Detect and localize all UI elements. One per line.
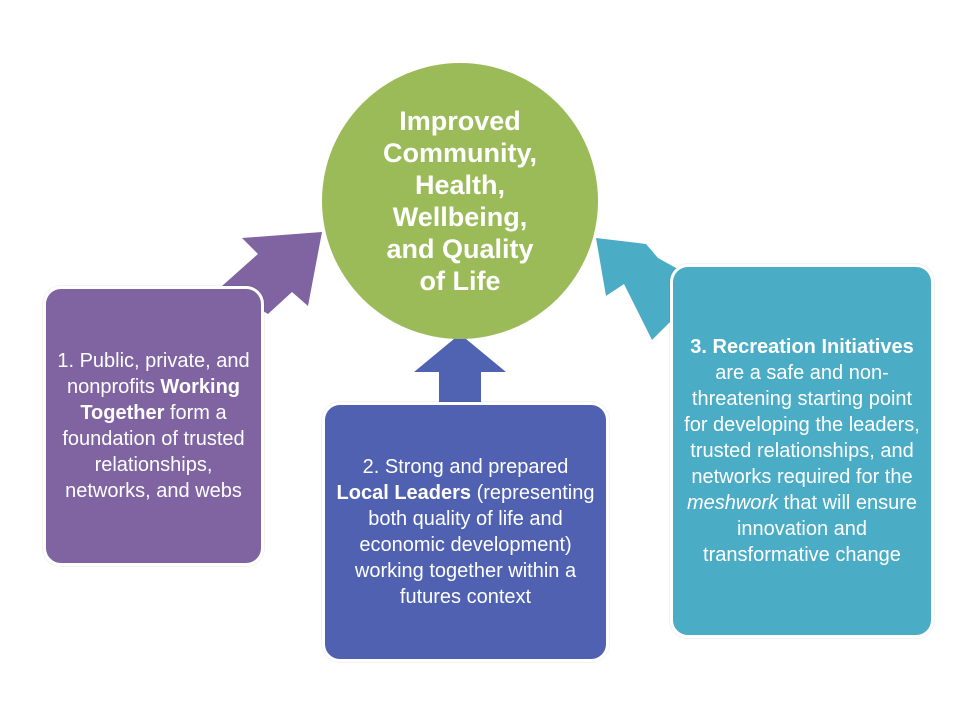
box-recreation-initiatives: 3. Recreation Initiatives are a safe and… [670, 264, 934, 638]
box3-text-part4: that will ensure innovation and transfor… [703, 492, 918, 566]
box-recreation-initiatives-text: 3. Recreation Initiatives are a safe and… [683, 334, 921, 568]
box1-text-part3: form a foundation of trusted relationshi… [62, 402, 245, 502]
box3-text-bold: 3. Recreation Initiatives [690, 336, 914, 358]
box1-text-bold: Working Together [80, 376, 241, 424]
center-goal-circle: Improved Community, Health, Wellbeing, a… [322, 63, 598, 339]
box-working-together: 1. Public, private, and nonprofits Worki… [43, 286, 264, 566]
arrow-middle [414, 334, 506, 405]
box3-text-italic: meshwork [686, 492, 779, 514]
box-local-leaders-text: 2. Strong and prepared Local Leaders (re… [335, 454, 596, 610]
box3-text-part2: are a safe and non-threatening starting … [684, 362, 920, 488]
box-working-together-text: 1. Public, private, and nonprofits Worki… [56, 348, 251, 504]
arrow-right [596, 238, 694, 340]
box2-text-part1: 2. Strong and prepared [362, 456, 569, 478]
box2-text-bold: Local Leaders [336, 482, 472, 504]
box-local-leaders: 2. Strong and prepared Local Leaders (re… [322, 402, 609, 662]
box2-text-part3: (representing both quality of life and e… [354, 482, 595, 608]
box1-text-part1: 1. Public, private, and nonprofits [57, 350, 250, 398]
center-goal-text: Improved Community, Health, Wellbeing, a… [383, 106, 537, 296]
